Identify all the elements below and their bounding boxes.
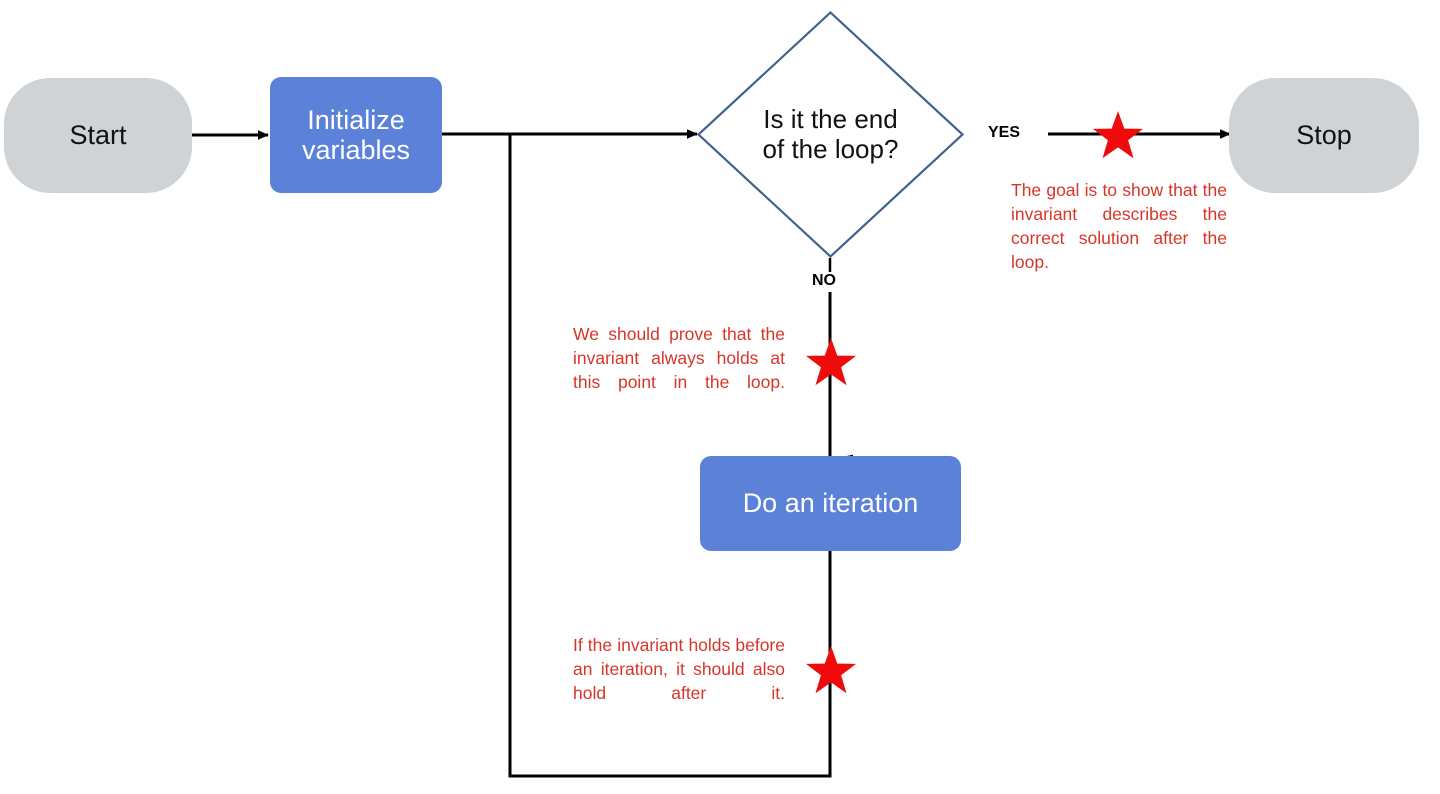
node-start[interactable]: Start <box>4 78 192 193</box>
annotation-invariant-holds-at-point: We should prove that the invariant alway… <box>573 324 785 393</box>
node-decision-end-of-loop[interactable]: Is it the end of the loop? <box>697 11 964 258</box>
node-initialize-variables-label: Initialize variables <box>301 104 411 165</box>
diamond-shape <box>697 11 964 258</box>
node-stop[interactable]: Stop <box>1229 78 1419 193</box>
annotation-invariant-holds-after-iteration: If the invariant holds before an iterati… <box>573 635 785 704</box>
edge-label-no: NO <box>812 272 836 289</box>
star-icon-yes-branch <box>1093 111 1143 159</box>
node-do-an-iteration[interactable]: Do an iteration <box>700 456 961 551</box>
edge-label-yes: YES <box>988 124 1021 141</box>
annotation-goal: The goal is to show that the invariant d… <box>1011 180 1227 273</box>
node-stop-label: Stop <box>1296 120 1352 151</box>
node-initialize-variables[interactable]: Initialize variables <box>270 77 442 193</box>
node-do-an-iteration-label: Do an iteration <box>742 488 919 519</box>
node-decision-label: Is it the end of the loop? <box>762 104 899 164</box>
node-start-label: Start <box>69 120 127 151</box>
star-icon-loopback <box>806 646 856 694</box>
star-icon-no-branch <box>806 338 856 386</box>
